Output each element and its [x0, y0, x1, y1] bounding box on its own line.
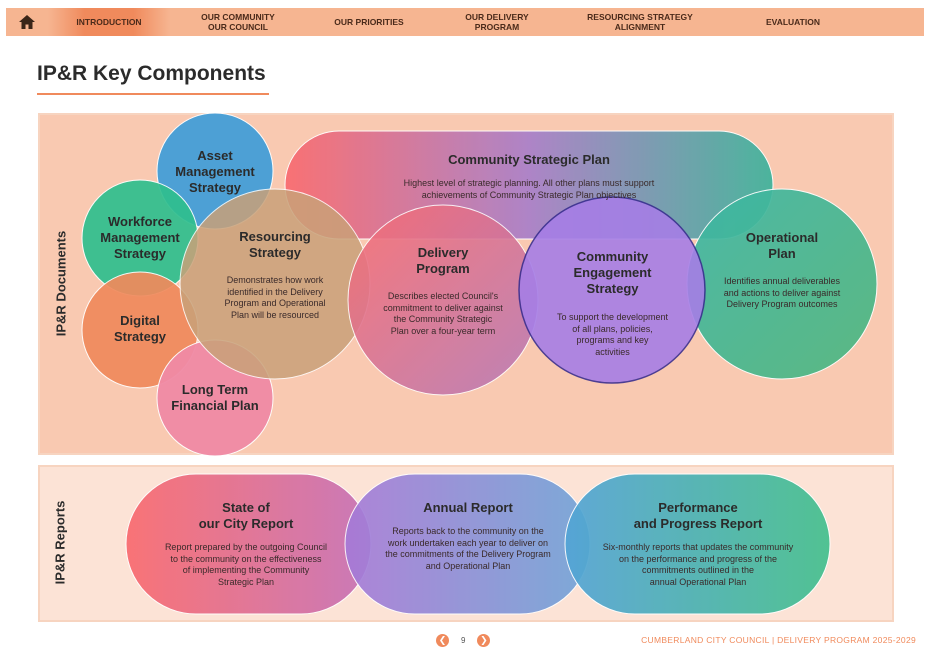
resourcing-strategy-title: Resourcing Strategy [239, 229, 311, 260]
nav-tab-our-delivery-program[interactable]: OUR DELIVERY PROGRAM [465, 12, 529, 32]
workforce-strategy-label: Workforce Management Strategy [88, 214, 192, 262]
chevron-right-icon: ❯ [480, 635, 488, 645]
footer-text: CUMBERLAND CITY COUNCIL | DELIVERY PROGR… [641, 635, 916, 645]
state-report-desc: Report prepared by the outgoing Council … [164, 542, 328, 587]
digital-strategy-title: Digital Strategy [113, 313, 167, 344]
csp-desc: Highest level of strategic planning. All… [403, 178, 655, 200]
performance-report-shape[interactable] [564, 473, 831, 615]
state-report-label: State of our City Report Report prepared… [146, 500, 346, 588]
engagement-strategy-desc: To support the development of all plans,… [556, 312, 669, 357]
ltfp-title: Long Term Financial Plan [171, 382, 259, 413]
prev-page-button[interactable]: ❮ [436, 634, 449, 647]
asset-strategy-label: Asset Management Strategy [165, 148, 265, 196]
pager: ❮ 9 ❯ [436, 634, 491, 647]
home-icon [19, 15, 35, 29]
annual-report-title: Annual Report [423, 500, 513, 515]
nav-tab-evaluation[interactable]: EVALUATION [766, 17, 820, 27]
digital-strategy-label: Digital Strategy [90, 313, 190, 345]
nav-tab-our-priorities[interactable]: OUR PRIORITIES [334, 17, 404, 27]
delivery-program-title: Delivery Program [416, 245, 470, 276]
csp-label: Community Strategic Plan Highest level o… [320, 152, 738, 201]
page-number: 9 [461, 636, 466, 645]
delivery-program-label: Delivery Program Describes elected Counc… [368, 245, 518, 337]
delivery-program-desc: Describes elected Council's commitment t… [383, 291, 503, 336]
csp-title: Community Strategic Plan [448, 152, 610, 167]
operational-plan-desc: Identifies annual deliverables and actio… [723, 276, 841, 309]
ltfp-label: Long Term Financial Plan [160, 382, 270, 414]
engagement-strategy-label: Community Engagement Strategy To support… [540, 249, 685, 358]
operational-plan-title: Operational Plan [745, 230, 819, 261]
engagement-strategy-shape[interactable] [518, 196, 706, 384]
title-underline [37, 93, 269, 95]
chevron-left-icon: ❮ [438, 635, 447, 645]
workforce-strategy-title: Workforce Management Strategy [100, 214, 180, 261]
next-page-button[interactable]: ❯ [477, 634, 491, 647]
nav-tab-introduction[interactable]: INTRODUCTION [48, 8, 170, 36]
top-navigation: INTRODUCTION OUR COMMUNITY OUR COUNCIL O… [6, 8, 924, 36]
engagement-strategy-title: Community Engagement Strategy [573, 249, 652, 296]
nav-tab-resourcing-strategy[interactable]: RESOURCING STRATEGY ALIGNMENT [587, 12, 693, 32]
operational-plan-label: Operational Plan Identifies annual deliv… [708, 230, 856, 311]
performance-report-title: Performance and Progress Report [633, 500, 763, 531]
nav-tab-our-community[interactable]: OUR COMMUNITY OUR COUNCIL [201, 12, 275, 32]
resourcing-strategy-desc: Demonstrates how work identified in the … [224, 275, 326, 320]
state-report-title: State of our City Report [198, 500, 294, 531]
resourcing-strategy-label: Resourcing Strategy Demonstrates how wor… [206, 229, 344, 321]
asset-strategy-title: Asset Management Strategy [175, 148, 255, 195]
annual-report-desc: Reports back to the community on the wor… [385, 526, 551, 571]
annual-report-label: Annual Report Reports back to the commun… [368, 500, 568, 572]
home-button[interactable] [6, 8, 48, 36]
performance-report-label: Performance and Progress Report Six-mont… [586, 500, 810, 588]
page-title: IP&R Key Components [37, 62, 266, 85]
performance-report-desc: Six-monthly reports that updates the com… [602, 542, 794, 587]
